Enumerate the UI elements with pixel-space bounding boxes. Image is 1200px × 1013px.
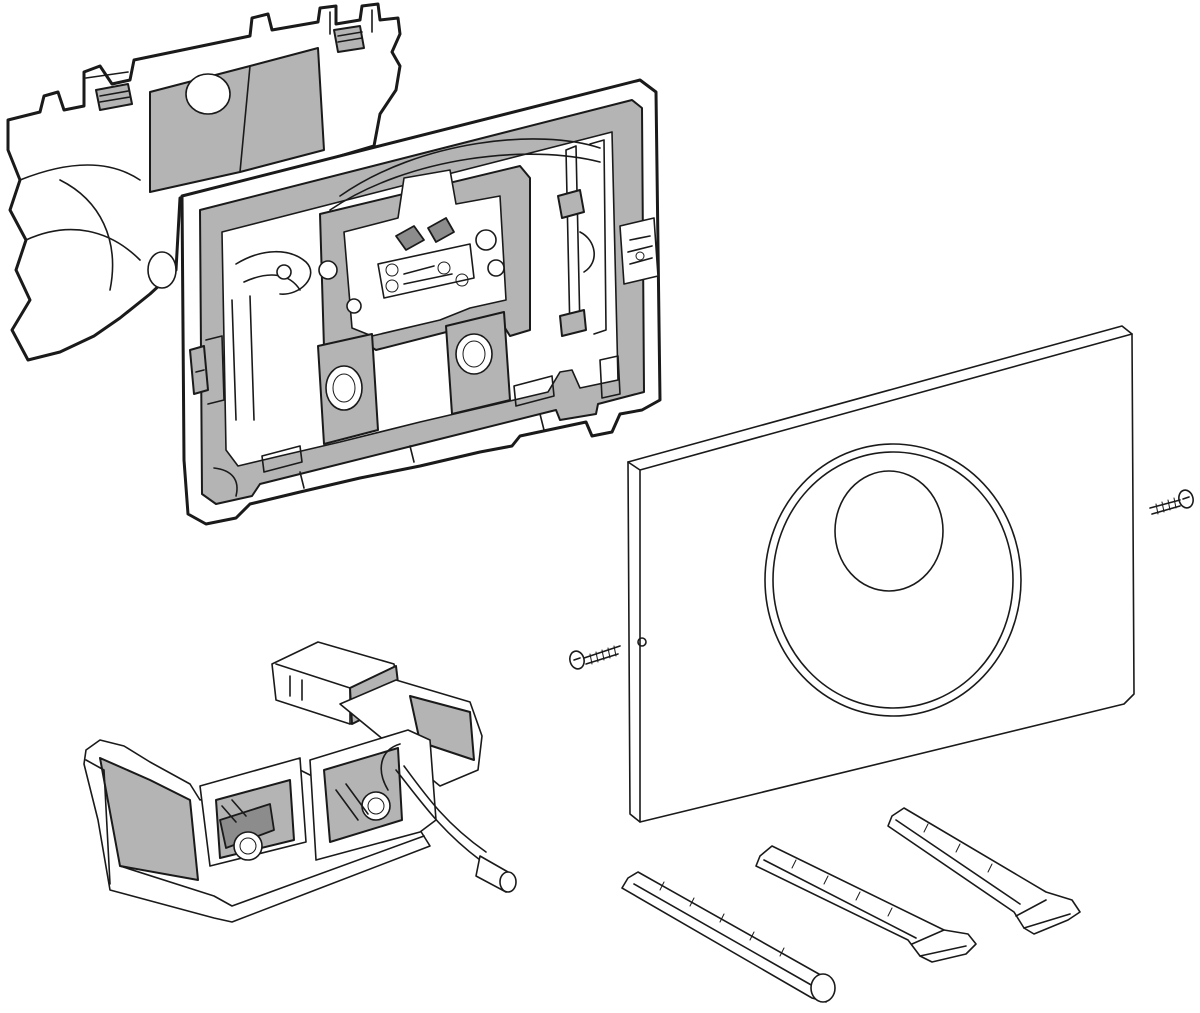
mounting-frame bbox=[180, 78, 662, 526]
protective-cover bbox=[6, 2, 402, 362]
screw-left bbox=[569, 645, 621, 670]
push-rod-2 bbox=[755, 845, 977, 963]
electronics-module bbox=[83, 641, 517, 923]
sensor-window[interactable] bbox=[834, 470, 944, 592]
push-rod-3 bbox=[887, 807, 1081, 935]
cover-plate bbox=[627, 325, 1135, 823]
flush-ring-inner bbox=[772, 451, 1014, 709]
push-rod-1 bbox=[621, 871, 836, 1003]
screw-right bbox=[1149, 489, 1194, 515]
